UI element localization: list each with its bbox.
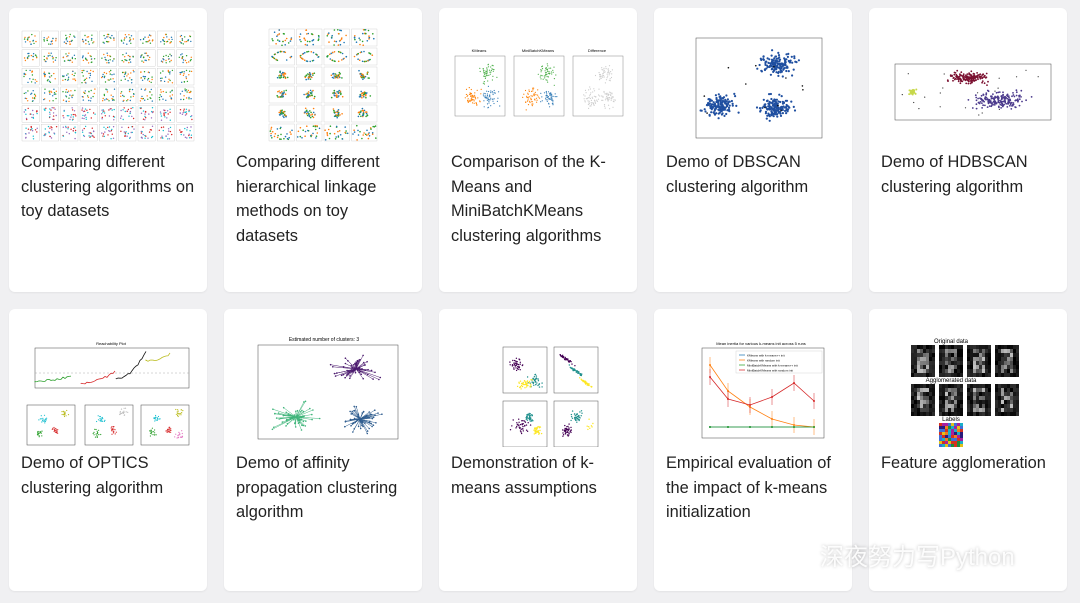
card-title[interactable]: Comparison of the K-Means and MiniBatchK… [451,153,606,245]
card-title[interactable]: Demonstration of k-means assumptions [451,454,597,497]
labels-label: Labels [942,417,960,423]
watermark-text: 深夜努力写Python [820,544,1015,571]
inertia-chart-title: Mean inertia for various k-means init ac… [716,341,806,346]
kmeans-init-line-chart-thumbnail: Mean inertia for various k-means init ac… [666,321,840,447]
wechat-icon [769,538,812,571]
panel-title-minibatch: MiniBatchKMeans [522,48,554,53]
toy-datasets-grid-thumbnail [21,20,195,146]
kmeans-assumptions-thumbnail [451,321,625,447]
gallery-card-feature-agglomeration[interactable]: Original data Agglomerated data Labels F… [869,309,1067,591]
card-title[interactable]: Demo of HDBSCAN clustering algorithm [881,153,1028,196]
legend-entry: MiniBatchKMeans with random init [747,368,793,372]
dbscan-scatter-thumbnail [666,20,840,146]
card-title[interactable]: Feature agglomeration [881,454,1046,472]
example-gallery-grid: Comparing different clustering algorithm… [9,8,1067,591]
watermark: 深夜努力写Python [768,537,1015,572]
card-title[interactable]: Demo of DBSCAN clustering algorithm [666,153,809,196]
optics-reachability-thumbnail: Reachability Plot [21,321,195,447]
gallery-card-hdbscan[interactable]: Demo of HDBSCAN clustering algorithm [869,8,1067,292]
original-data-label: Original data [934,339,969,345]
gallery-card-dbscan[interactable]: Demo of DBSCAN clustering algorithm [654,8,852,292]
gallery-card-toy-datasets[interactable]: Comparing different clustering algorithm… [9,8,207,292]
linkage-methods-grid-thumbnail [236,20,410,146]
card-title[interactable]: Demo of OPTICS clustering algorithm [21,454,164,497]
card-title[interactable]: Comparing different clustering algorithm… [21,153,195,221]
gallery-card-linkage-methods[interactable]: Comparing different hierarchical linkage… [224,8,422,292]
gallery-card-affinity-propagation[interactable]: Estimated number of clusters: 3 Demo of … [224,309,422,591]
card-title[interactable]: Comparing different hierarchical linkage… [236,153,380,245]
gallery-card-kmeans-minibatch[interactable]: KMeans MiniBatchKMeans Difference Compar… [439,8,637,292]
card-title[interactable]: Demo of affinity propagation clustering … [236,454,398,522]
feature-agglomeration-thumbnail: Original data Agglomerated data Labels [881,321,1055,447]
card-title[interactable]: Empirical evaluation of the impact of k-… [666,454,831,522]
gallery-card-optics[interactable]: Reachability Plot Demo of OPTICS cluster… [9,309,207,591]
legend-entry: MiniBatchKMeans with k-means++ init [747,363,798,367]
affinity-chart-title: Estimated number of clusters: 3 [289,337,360,343]
affinity-propagation-thumbnail: Estimated number of clusters: 3 [236,321,410,447]
panel-title-kmeans: KMeans [472,48,487,53]
gallery-card-kmeans-assumptions[interactable]: Demonstration of k-means assumptions [439,309,637,591]
panel-title-difference: Difference [588,48,607,53]
legend-entry: KMeans with k-means++ init [747,353,785,357]
reachability-plot-title: Reachability Plot [96,341,127,346]
hdbscan-scatter-thumbnail [881,20,1055,146]
kmeans-minibatch-thumbnail: KMeans MiniBatchKMeans Difference [451,20,625,146]
legend-entry: KMeans with random init [747,358,780,362]
gallery-card-kmeans-init[interactable]: Mean inertia for various k-means init ac… [654,309,852,591]
agglomerated-data-label: Agglomerated data [926,378,977,384]
